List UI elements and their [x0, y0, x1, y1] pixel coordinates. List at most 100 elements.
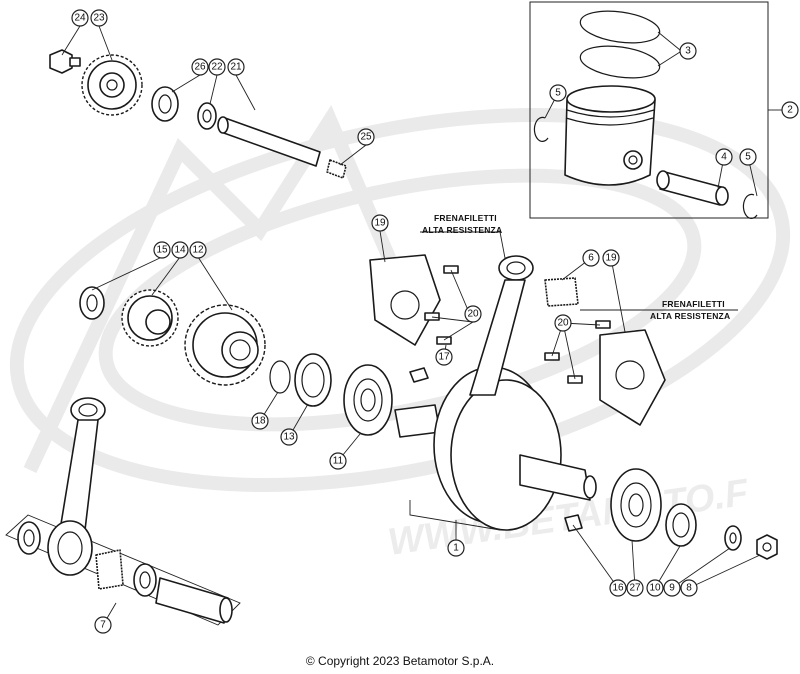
svg-text:20: 20 — [467, 309, 479, 320]
callout-17: 17 — [435, 348, 453, 366]
callout-12: 12 — [189, 241, 207, 259]
svg-text:ALTA RESISTENZA: ALTA RESISTENZA — [422, 225, 502, 235]
cover-left-19 — [369, 254, 441, 346]
svg-text:26: 26 — [194, 62, 206, 73]
circlips — [533, 116, 758, 219]
cover-right-19 — [599, 329, 666, 426]
connecting-rod-kit — [47, 397, 106, 576]
key-16 — [564, 514, 583, 532]
svg-text:20: 20 — [557, 318, 569, 329]
svg-text:6: 6 — [588, 253, 594, 264]
piston-rings — [579, 10, 681, 79]
svg-text:13: 13 — [283, 432, 295, 443]
timing-gear-top — [81, 54, 143, 116]
svg-text:5: 5 — [745, 152, 751, 163]
callout-21: 21 — [227, 58, 245, 76]
copyright-notice: © Copyright 2023 Betamotor S.p.A. — [305, 654, 495, 668]
oil-seal-13 — [294, 353, 332, 407]
crank-pin-kit — [155, 577, 233, 624]
svg-text:7: 7 — [100, 620, 106, 631]
callout-27: 27 — [626, 579, 644, 597]
callout-8: 8 — [680, 579, 698, 597]
svg-text:27: 27 — [629, 583, 641, 594]
piston-kit-box — [529, 1, 782, 219]
svg-text:19: 19 — [374, 218, 386, 229]
callout-22: 22 — [208, 58, 226, 76]
svg-text:1: 1 — [453, 543, 459, 554]
piston — [564, 85, 656, 186]
callout-20a: 20 — [464, 305, 482, 323]
threadlocker-note-2: FRENAFILETTI ALTA RESISTENZA — [650, 299, 730, 321]
gear-14 — [121, 289, 179, 347]
svg-text:5: 5 — [555, 88, 561, 99]
callout-23: 23 — [90, 9, 108, 27]
callout-3: 3 — [679, 42, 697, 60]
svg-text:FRENAFILETTI: FRENAFILETTI — [434, 213, 497, 223]
needle-bearing-6 — [544, 277, 579, 307]
callout-2: 2 — [781, 101, 799, 119]
main-bearing-11 — [343, 364, 393, 436]
nut-15 — [79, 286, 105, 320]
key-17 — [409, 367, 429, 383]
callout-5b: 5 — [739, 148, 757, 166]
bolt-top — [49, 49, 81, 74]
svg-text:4: 4 — [721, 152, 727, 163]
callout-4: 4 — [715, 148, 733, 166]
callout-15: 15 — [153, 241, 171, 259]
gear-12 — [184, 304, 266, 386]
callout-20b: 20 — [554, 314, 572, 332]
callout-11: 11 — [329, 452, 347, 470]
callout-16: 16 — [609, 579, 627, 597]
callout-24: 24 — [71, 9, 89, 27]
svg-text:23: 23 — [93, 13, 105, 24]
svg-text:25: 25 — [360, 132, 372, 143]
svg-text:24: 24 — [74, 13, 86, 24]
needle-bearing-kit — [95, 549, 124, 590]
washer-9 — [724, 525, 742, 551]
svg-text:11: 11 — [333, 456, 344, 467]
callout-5a: 5 — [549, 84, 567, 102]
callout-19a: 19 — [371, 214, 389, 232]
svg-text:22: 22 — [211, 62, 223, 73]
svg-text:14: 14 — [174, 245, 186, 256]
piston-pin — [656, 170, 729, 206]
svg-text:16: 16 — [612, 583, 624, 594]
svg-text:19: 19 — [605, 253, 617, 264]
shaft-21 — [217, 116, 321, 167]
svg-text:17: 17 — [438, 352, 450, 363]
thrust-washers-kit — [17, 521, 157, 597]
svg-text:18: 18 — [254, 416, 266, 427]
svg-text:ALTA RESISTENZA: ALTA RESISTENZA — [650, 311, 730, 321]
svg-text:15: 15 — [156, 245, 168, 256]
svg-text:2: 2 — [787, 105, 793, 116]
callout-6: 6 — [582, 249, 600, 267]
callout-9: 9 — [663, 579, 681, 597]
callout-19b: 19 — [602, 249, 620, 267]
screws-20 — [424, 265, 611, 384]
svg-text:12: 12 — [192, 245, 204, 256]
bearing-26 — [151, 86, 179, 122]
callout-26: 26 — [191, 58, 209, 76]
callout-25: 25 — [357, 128, 375, 146]
connecting-rod — [469, 255, 534, 396]
main-bearing-27 — [610, 468, 662, 542]
svg-text:21: 21 — [230, 62, 242, 73]
svg-text:3: 3 — [685, 46, 691, 57]
svg-text:9: 9 — [669, 583, 675, 594]
seal-10 — [665, 503, 697, 547]
o-ring-18 — [269, 360, 291, 394]
callout-10: 10 — [646, 579, 664, 597]
svg-text:FRENAFILETTI: FRENAFILETTI — [662, 299, 725, 309]
callout-7: 7 — [94, 616, 112, 634]
svg-text:10: 10 — [649, 583, 661, 594]
washer-22 — [197, 102, 217, 130]
nut-8 — [756, 534, 778, 560]
callout-1: 1 — [447, 539, 465, 557]
callout-18: 18 — [251, 412, 269, 430]
threadlocker-note-1: FRENAFILETTI ALTA RESISTENZA — [422, 213, 502, 235]
svg-text:8: 8 — [686, 583, 692, 594]
callout-14: 14 — [171, 241, 189, 259]
crankshaft — [394, 366, 597, 531]
callout-13: 13 — [280, 428, 298, 446]
